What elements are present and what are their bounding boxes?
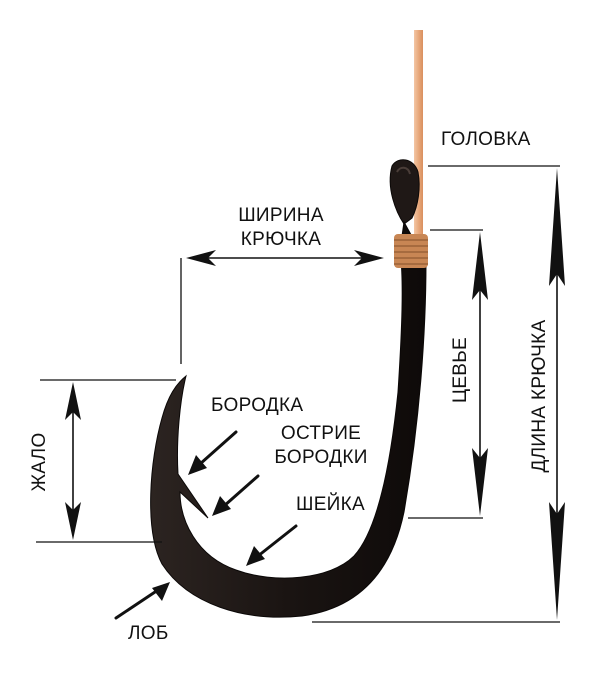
- hook-body: [150, 220, 427, 618]
- thread-whipping: [394, 234, 428, 268]
- hook-length-label: ДЛИНА КРЮЧКА: [529, 319, 550, 473]
- hook-eye: [389, 159, 420, 225]
- barb-point-label: ОСТРИЕ БОРОДКИ: [266, 422, 376, 470]
- shank-label: ЦЕВЬЕ: [450, 336, 471, 404]
- shank-dimension-arrow: [472, 232, 488, 516]
- barb-pointer-arrow: [188, 430, 238, 475]
- bend-pointer-arrow: [114, 582, 170, 620]
- throat-pointer-arrow: [246, 524, 298, 566]
- barb-point-pointer-arrow: [212, 474, 260, 516]
- point-dimension-arrow: [65, 382, 81, 540]
- hook-length-dimension-arrow: [549, 168, 565, 620]
- fishing-line: [414, 30, 423, 268]
- hook-width-label-line1: ШИРИНА: [238, 205, 324, 226]
- throat-label: ШЕЙКА: [296, 494, 365, 515]
- barb-point-label-line1: ОСТРИЕ: [280, 423, 362, 444]
- point-label: ЖАЛО: [29, 432, 50, 492]
- hook-width-label-line2: КРЮЧКА: [240, 229, 322, 250]
- bend-label: ЛОБ: [128, 623, 169, 644]
- hook-eye-highlight: [396, 166, 411, 175]
- barb-label: БОРОДКА: [211, 395, 304, 416]
- hook-width-dimension-arrow: [186, 250, 384, 266]
- head-label: ГОЛОВКА: [441, 129, 531, 150]
- hook-width-label: ШИРИНА КРЮЧКА: [226, 204, 336, 252]
- barb-point-label-line2: БОРОДКИ: [274, 447, 368, 468]
